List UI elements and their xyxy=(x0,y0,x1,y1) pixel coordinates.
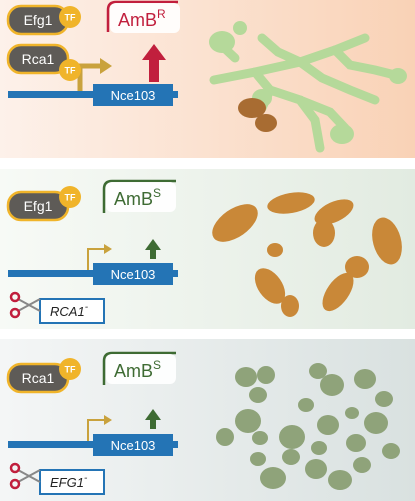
gene-label: Nce103 xyxy=(111,88,156,103)
promoter-arrowhead-icon xyxy=(104,244,112,254)
gene-box xyxy=(93,84,173,106)
tf-badge-text-rca1: TF xyxy=(65,66,76,76)
tf-box-rca1 xyxy=(6,43,70,75)
gene-label: Nce103 xyxy=(111,267,156,282)
gene-label: Nce103 xyxy=(111,438,156,453)
promoter-arrowhead-icon xyxy=(104,415,112,425)
tf-badge-efg1 xyxy=(59,186,81,208)
expression-arrow-icon xyxy=(142,44,166,60)
phenotype-box-bracket xyxy=(102,179,176,213)
yeast-cells xyxy=(212,192,402,317)
tf-badge-text-efg1: TF xyxy=(65,13,76,23)
knockout-gene: RCA1 xyxy=(50,304,85,319)
panel-rca1-knockout: Nce103 Efg1 TF AmBS RCA1- xyxy=(0,169,415,329)
knockout-sup: - xyxy=(84,473,88,484)
promoter-arrowhead-icon xyxy=(100,58,112,74)
tf-badge-rca1 xyxy=(59,358,81,380)
tf-badge-rca1 xyxy=(59,59,81,81)
phenotype-label: AmBR xyxy=(118,7,166,30)
expression-arrow-shaft xyxy=(150,249,156,259)
phenotype-sup: R xyxy=(157,7,166,21)
knockout-sup: - xyxy=(85,302,89,313)
expression-arrow-icon xyxy=(145,409,161,420)
knockout-label: RCA1- xyxy=(50,302,89,319)
phenotype-label: AmBS xyxy=(114,358,161,381)
knockout-box xyxy=(39,298,105,324)
tf-label-efg1: Efg1 xyxy=(24,198,53,214)
promoter-arrow-icon xyxy=(87,248,104,270)
tf-badge-text-rca1: TF xyxy=(65,365,76,375)
tf-badge-text-efg1: TF xyxy=(65,193,76,203)
panel-rca1-knockout-graphic: Nce103 Efg1 TF AmBS RCA1- xyxy=(6,179,402,324)
gene-box xyxy=(93,263,173,285)
phenotype-base: AmB xyxy=(114,361,153,381)
yeast-cells xyxy=(209,21,407,144)
tf-label-efg1: Efg1 xyxy=(24,12,53,28)
gene-box xyxy=(93,434,173,456)
knockout-gene: EFG1 xyxy=(50,475,84,490)
knockout-label: EFG1- xyxy=(50,473,88,490)
phenotype-box xyxy=(106,182,176,212)
yeast-cells-brown xyxy=(238,98,277,132)
panel-wildtype-graphic: Nce103 Efg1 TF Rca1 TF AmBR xyxy=(6,0,407,153)
hyphae-cells xyxy=(209,33,400,153)
phenotype-base: AmB xyxy=(114,189,153,209)
phenotype-box-bracket xyxy=(102,351,176,385)
phenotype-sup: S xyxy=(153,186,161,200)
phenotype-box-bracket xyxy=(106,0,178,32)
phenotype-label: AmBS xyxy=(114,186,161,209)
tf-label-rca1: Rca1 xyxy=(22,370,55,386)
panel-efg1-knockout-graphic: Nce103 Rca1 TF AmBS EFG1- xyxy=(6,351,400,495)
promoter-arrow-icon xyxy=(87,419,104,441)
expression-arrow-shaft xyxy=(149,58,159,82)
phenotype-box xyxy=(110,3,180,33)
panel-efg1-knockout: Nce103 Rca1 TF AmBS EFG1- xyxy=(0,339,415,501)
expression-arrow-icon xyxy=(145,239,161,250)
phenotype-box xyxy=(106,354,176,384)
tf-badge-efg1 xyxy=(59,6,81,28)
expression-arrow-shaft xyxy=(150,419,156,429)
panel-divider xyxy=(0,158,415,168)
panel-divider xyxy=(0,329,415,339)
phenotype-base: AmB xyxy=(118,10,157,30)
scissors-icon xyxy=(9,291,41,319)
panel-wildtype: Nce103 Efg1 TF Rca1 TF AmBR xyxy=(0,0,415,158)
tf-label-rca1: Rca1 xyxy=(22,51,55,67)
scissors-icon xyxy=(9,462,41,490)
phenotype-sup: S xyxy=(153,358,161,372)
yeast-cells xyxy=(216,363,400,490)
